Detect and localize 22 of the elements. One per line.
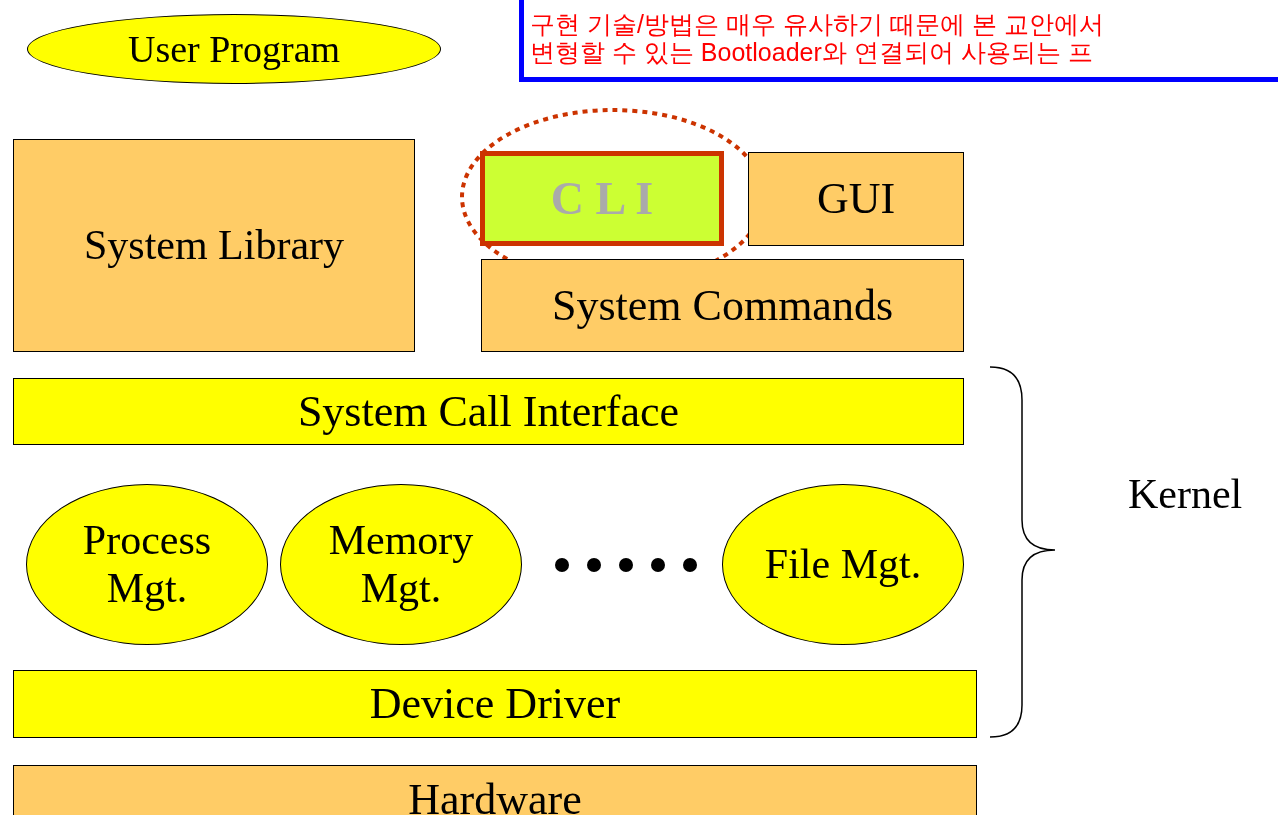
box-label: Device Driver: [369, 679, 621, 729]
box-label: Hardware: [408, 775, 582, 815]
box-label: C L I: [550, 172, 654, 225]
note-text: 구현 기술/방법은 매우 유사하기 때문에 본 교안에서: [529, 10, 1105, 38]
kernel-label: Kernel: [1128, 470, 1243, 518]
note-box: [519, 0, 1278, 82]
note-text: 변형할 수 있는 Bootloader와 연결되어 사용되는 프: [529, 38, 1094, 66]
layer-box: [13, 139, 415, 352]
layer-box: [13, 765, 977, 815]
box-label: File Mgt.: [764, 541, 922, 588]
layer-box: [13, 378, 964, 445]
box-label: Process Mgt.: [81, 517, 213, 612]
box-label: Memory Mgt.: [327, 517, 475, 612]
layer-box: [13, 670, 977, 738]
layer-box: [748, 152, 964, 246]
layer-box: [480, 151, 724, 246]
box-label: User Program: [127, 27, 341, 71]
layer-box: [481, 259, 964, 352]
box-label: GUI: [816, 174, 896, 224]
box-label: System Library: [83, 222, 345, 269]
box-label: System Call Interface: [297, 386, 680, 437]
box-label: System Commands: [552, 280, 893, 331]
